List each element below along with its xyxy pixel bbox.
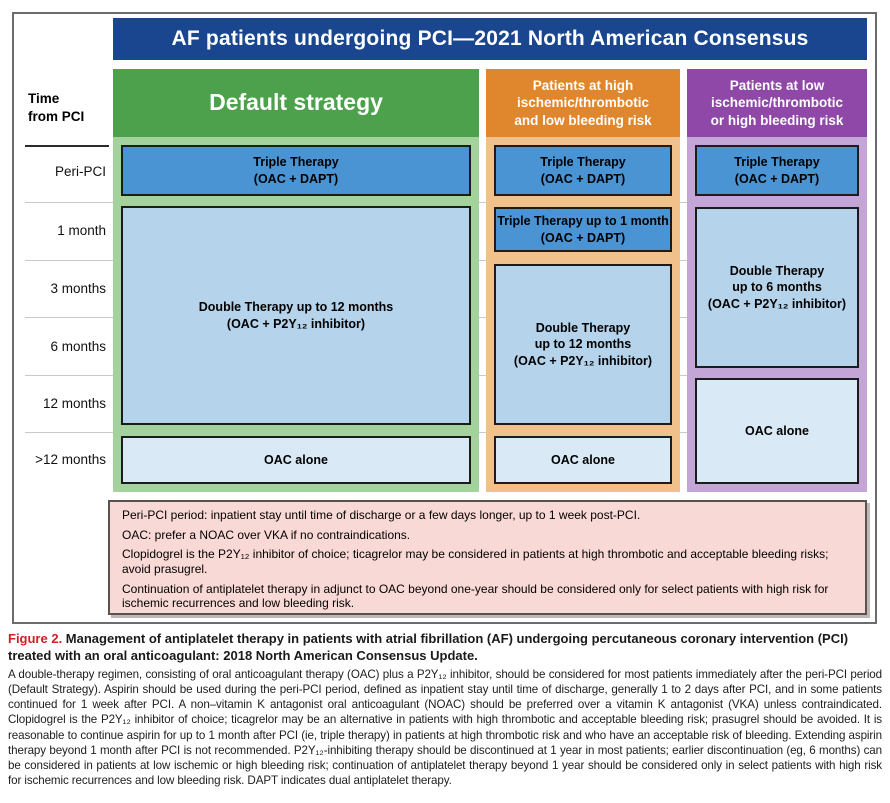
row-label-gt-12-months: >12 months [35,452,106,467]
therapy-box-high-double: Double Therapy up to 12 months (OAC + P2… [494,264,672,425]
footnote-continuation: Continuation of antiplatelet therapy in … [122,581,829,611]
footnote-clopidogrel: Clopidogrel is the P2Y₁₂ inhibitor of ch… [122,547,829,576]
figure-number-label: Figure 2. [8,631,63,646]
therapy-box-default-triple: Triple Therapy (OAC + DAPT) [121,145,471,196]
therapy-box-low-triple: Triple Therapy (OAC + DAPT) [695,145,859,196]
time-axis-divider [25,145,109,147]
caption-body: A double-therapy regimen, consisting of … [8,668,882,787]
therapy-box-high-triple-1-month: Triple Therapy up to 1 month (OAC + DAPT… [494,207,672,252]
footnotes-box: Peri-PCI period: inpatient stay until ti… [108,500,867,615]
footnote-oac: OAC: prefer a NOAC over VKA if no contra… [122,527,411,542]
row-label-3-months: 3 months [50,281,106,296]
row-label-12-months: 12 months [42,396,106,411]
therapy-box-default-oac-alone: OAC alone [121,436,471,484]
therapy-box-low-double-6-months: Double Therapy up to 6 months (OAC + P2Y… [695,207,859,368]
therapy-box-high-oac-alone: OAC alone [494,436,672,484]
row-label-1-month: 1 month [57,223,106,238]
caption-title: Management of antiplatelet therapy in pa… [8,631,849,663]
figure-caption: Figure 2. Management of antiplatelet the… [8,631,882,788]
therapy-box-high-triple: Triple Therapy (OAC + DAPT) [494,145,672,196]
row-label-peri-pci: Peri-PCI [54,164,106,179]
column-header-default-strategy: Default strategy [113,69,479,137]
column-header-high-ischemic: Patients at high ischemic/thrombotic and… [486,69,680,137]
column-header-low-ischemic: Patients at low ischemic/thrombotic or h… [687,69,867,137]
row-label-6-months: 6 months [50,339,106,354]
therapy-box-low-oac-alone: OAC alone [695,378,859,484]
figure-title-banner: AF patients undergoing PCI—2021 North Am… [113,18,867,60]
therapy-box-default-double: Double Therapy up to 12 months (OAC + P2… [121,206,471,425]
footnote-peri-pci: Peri-PCI period: inpatient stay until ti… [122,508,641,522]
caption-heading: Figure 2. Management of antiplatelet the… [8,631,882,664]
time-axis-header: Time from PCI [28,91,85,124]
